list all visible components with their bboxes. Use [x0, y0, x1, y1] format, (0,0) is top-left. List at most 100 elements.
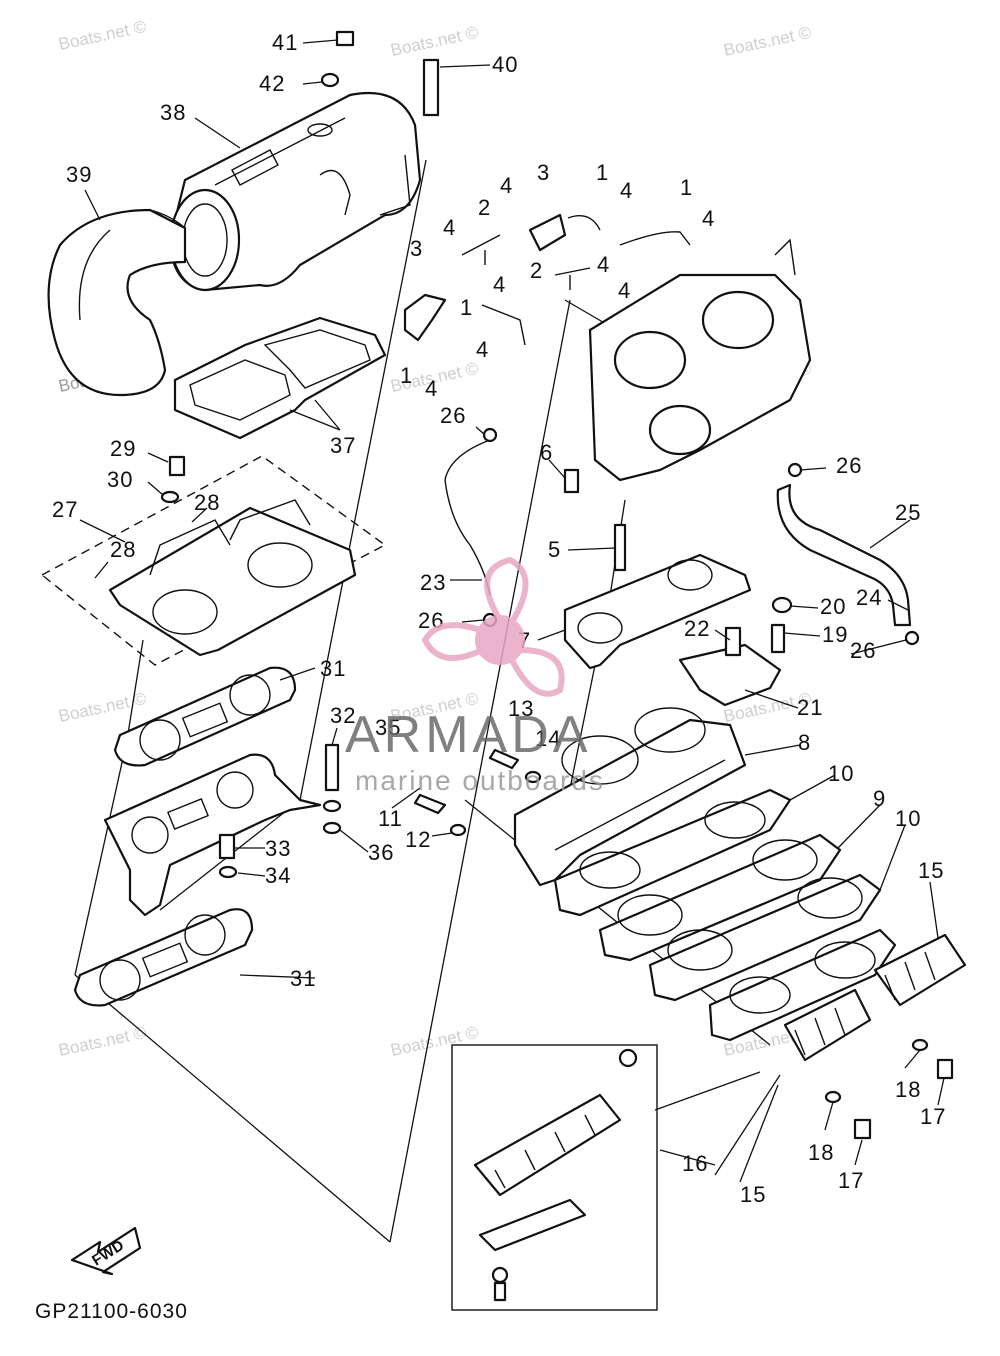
part-label: 17	[920, 1104, 946, 1129]
part-label: 4	[702, 206, 715, 231]
washer-part-14	[524, 770, 542, 784]
stud-part-5	[613, 523, 627, 572]
part-label: 16	[682, 1151, 708, 1176]
washer-part-36-top	[322, 799, 342, 813]
part-label: 22	[684, 616, 710, 641]
bolt-part-40	[422, 58, 440, 117]
part-label: 26	[850, 638, 876, 663]
fitting-part-19	[770, 623, 786, 654]
part-label: 5	[548, 537, 561, 562]
brand-watermark: ARMADA marine outboards	[345, 556, 603, 796]
washer-part-30	[160, 490, 180, 504]
part-label: 15	[918, 858, 944, 883]
part-label: 11	[378, 806, 403, 831]
site-watermark: Boats.net ©	[722, 23, 814, 60]
tee-part-2-left	[461, 234, 501, 265]
part-label: 18	[895, 1077, 921, 1102]
part-label: 26	[836, 453, 862, 478]
part-label: 23	[420, 570, 446, 595]
bolt-part-11	[413, 793, 447, 815]
washer-part-36	[322, 821, 342, 835]
part-label: 37	[330, 433, 356, 458]
reed-valve-exploded-inset-part-16	[451, 1044, 658, 1311]
part-label: 17	[838, 1168, 864, 1193]
part-label: 40	[492, 52, 518, 77]
part-label: 3	[537, 160, 550, 185]
hose-part-25	[776, 483, 912, 627]
bracket-part-21	[678, 643, 782, 707]
gasket-part-10-upper	[553, 788, 792, 917]
part-label: 18	[808, 1140, 834, 1165]
part-label: 27	[52, 497, 78, 522]
part-label: 15	[740, 1182, 766, 1207]
washer-part-18-right	[911, 1038, 929, 1052]
bolt-part-13	[488, 748, 520, 770]
site-watermark: Boats.net ©	[57, 17, 149, 54]
part-label: 1	[400, 363, 413, 388]
part-label: 1	[680, 175, 693, 200]
part-label: 1	[460, 295, 473, 320]
part-label: 13	[508, 696, 534, 721]
part-label: 10	[895, 806, 921, 831]
washer-part-34	[218, 865, 238, 879]
inset-frame	[451, 1044, 658, 1311]
reed-valve-part-15-right	[873, 933, 967, 1007]
part-label: 28	[194, 490, 220, 515]
gasket-part-31-top	[113, 666, 297, 767]
muffler-part-38	[168, 91, 422, 292]
gasket-part-10-lower	[708, 928, 897, 1042]
washer-part-12	[449, 823, 467, 837]
hose-part-3-left	[403, 293, 447, 342]
bolt-part-33	[218, 833, 236, 860]
part-label: 4	[500, 173, 513, 198]
clamp-part-26-top	[482, 427, 498, 443]
clamp-part-26-right	[787, 462, 803, 478]
part-label: 35	[375, 715, 401, 740]
part-label: 4	[425, 376, 438, 401]
part-label: 10	[828, 761, 854, 786]
part-label: 28	[110, 537, 136, 562]
part-number-labels: 41 42 40 38 39 37 29 30 27 28 28 31 31 3…	[52, 30, 946, 1207]
part-label: 4	[443, 215, 456, 240]
hose-part-3-right	[528, 213, 567, 252]
part-label: 6	[540, 440, 553, 465]
intake-manifold-part-8	[513, 707, 747, 887]
bolt-part-17-right	[936, 1058, 954, 1080]
tee-part-2-right	[554, 267, 591, 290]
part-label: 4	[620, 178, 633, 203]
part-label: 9	[873, 786, 886, 811]
brand-name: ARMADA	[345, 706, 591, 764]
plug-part-20	[771, 596, 793, 614]
elbow-hose-part-39	[47, 208, 187, 397]
carburetor-assembly	[588, 238, 812, 482]
washer-part-18-left	[824, 1090, 842, 1104]
part-label: 33	[265, 836, 291, 861]
carb-base-assembly-part-27	[40, 455, 387, 666]
part-label: 2	[478, 195, 491, 220]
hose-part-1-top	[567, 215, 601, 231]
part-label: 4	[618, 278, 631, 303]
part-label: 39	[66, 162, 92, 187]
part-label: 4	[476, 337, 489, 362]
part-label: 20	[820, 594, 846, 619]
bolt-part-35	[324, 743, 340, 792]
fuel-hoses	[403, 213, 691, 346]
bolt-part-22	[724, 626, 742, 657]
hose-part-1-left	[481, 304, 526, 346]
site-watermark: Boats.net ©	[389, 23, 481, 60]
muffler-gasket-part-37	[173, 316, 387, 440]
part-label: 30	[107, 467, 133, 492]
drawing-code: GP21100-6030	[35, 1300, 188, 1323]
part-label: 14	[535, 726, 561, 751]
part-label: 41	[272, 30, 298, 55]
part-label: 4	[493, 272, 506, 297]
hose-part-23	[444, 439, 491, 596]
part-label: 26	[440, 403, 466, 428]
part-label: 25	[895, 500, 921, 525]
part-label: 2	[530, 258, 543, 283]
washer-part-42	[320, 72, 340, 88]
part-label: 24	[856, 585, 882, 610]
forward-direction-marker: FWD	[70, 1226, 142, 1276]
cap-part-41	[335, 30, 355, 47]
